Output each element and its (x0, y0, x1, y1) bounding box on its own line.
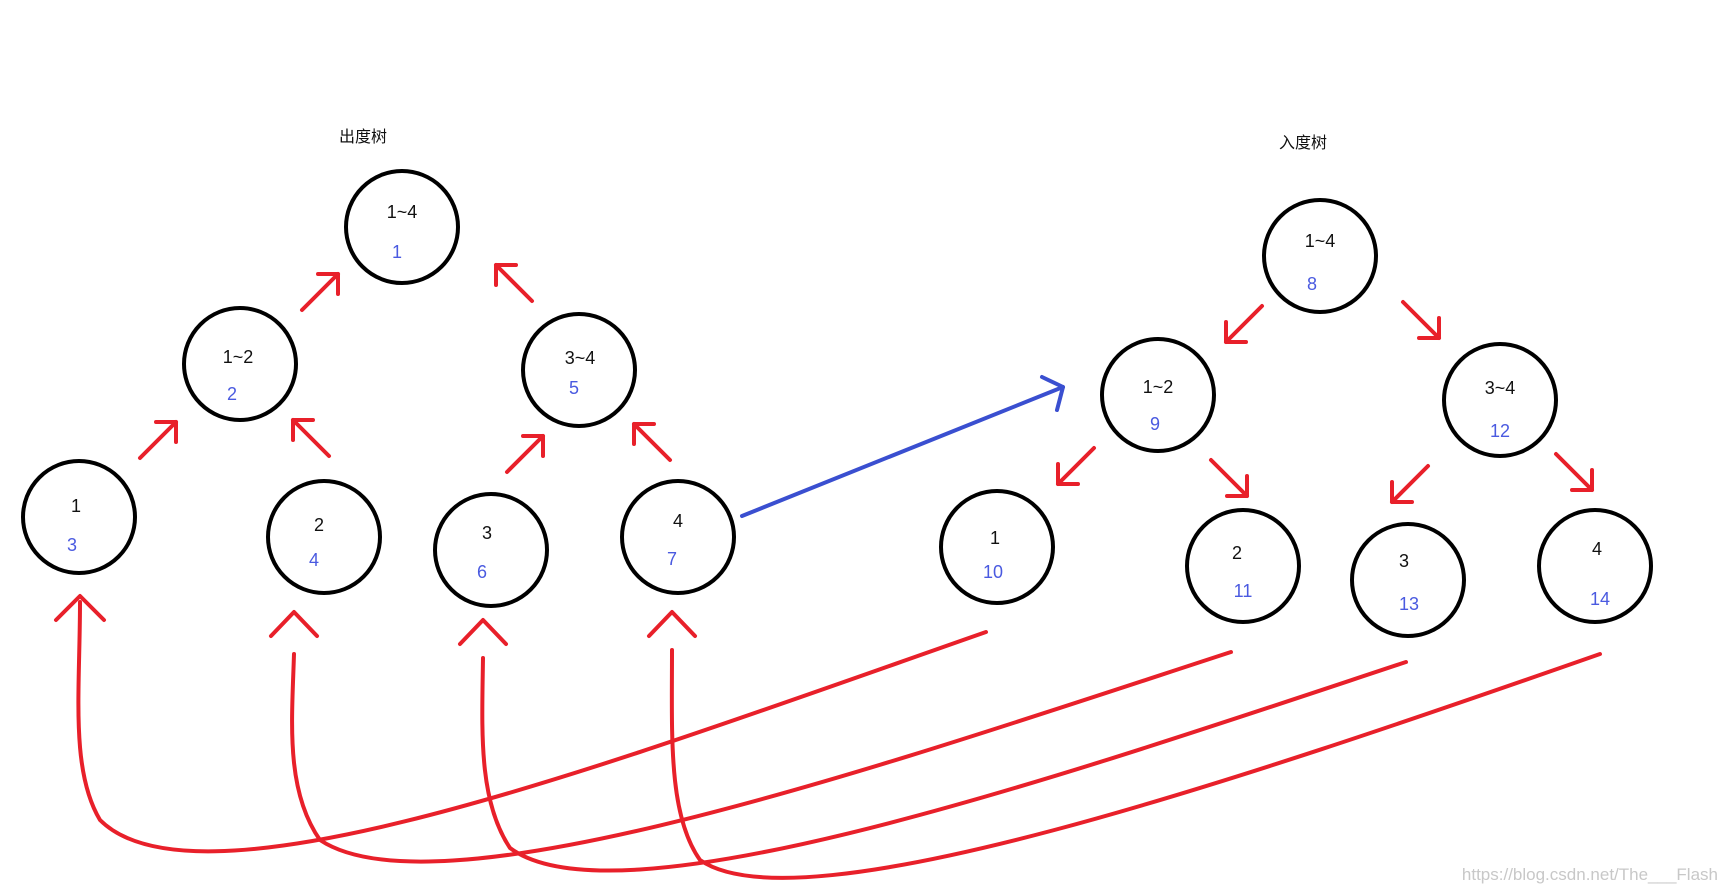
in-edge-right-to-leaf4 (1554, 452, 1594, 492)
node-range-label: 1~4 (1305, 231, 1336, 251)
in-node-left: 1~2 9 (1100, 337, 1216, 453)
in-node-root: 1~4 8 (1262, 198, 1378, 314)
curve-in-leaf3-to-out-leaf3 (480, 656, 1408, 873)
node-range-label: 1~4 (387, 202, 418, 222)
node-index-label: 7 (667, 549, 677, 569)
node-range-label: 3~4 (565, 348, 596, 368)
out-node-root: 1~4 1 (344, 169, 460, 285)
node-range-label: 3 (482, 523, 492, 543)
out-edge-leaf3-to-right (505, 434, 545, 474)
node-index-label: 1 (392, 242, 402, 262)
curve-in-leaf1-to-out-leaf1 (76, 600, 988, 854)
out-leaf2-up-arrowhead (269, 610, 319, 638)
node-range-label: 3~4 (1485, 378, 1516, 398)
node-index-label: 4 (309, 550, 319, 570)
out-node-leaf-4: 4 7 (620, 479, 736, 595)
out-leaf3-up-arrowhead (458, 618, 508, 646)
in-edge-right-to-leaf3 (1390, 464, 1430, 504)
curve-in-leaf4-to-out-leaf4 (669, 648, 1602, 880)
out-edge-left-to-root (300, 272, 340, 312)
in-node-leaf-4: 4 14 (1537, 508, 1653, 624)
in-edge-left-to-leaf1 (1056, 446, 1096, 486)
node-index-label: 5 (569, 378, 579, 398)
out-node-leaf-2: 2 4 (266, 479, 382, 595)
out-tree-title: 出度树 (339, 127, 387, 146)
node-index-label: 2 (227, 384, 237, 404)
node-range-label: 4 (1592, 539, 1602, 559)
node-range-label: 1 (990, 528, 1000, 548)
edges (54, 263, 1602, 880)
node-range-label: 1~2 (1143, 377, 1174, 397)
node-range-label: 4 (673, 511, 683, 531)
out-node-left: 1~2 2 (182, 306, 298, 422)
out-node-right: 3~4 5 (521, 312, 637, 428)
in-edge-root-to-left (1224, 304, 1264, 344)
node-index-label: 8 (1307, 274, 1317, 294)
node-index-label: 13 (1399, 594, 1419, 614)
cross-edge-leaf4-to-in-left (740, 375, 1065, 518)
node-range-label: 1 (71, 496, 81, 516)
out-edge-right-to-root (494, 263, 534, 303)
out-tree: 1~4 1 1~2 2 3~4 5 1 3 2 4 3 6 (21, 169, 736, 608)
out-leaf1-up-arrowhead (54, 594, 106, 622)
node-index-label: 10 (983, 562, 1003, 582)
node-index-label: 6 (477, 562, 487, 582)
watermark-text: https://blog.csdn.net/The___Flash (1462, 865, 1718, 884)
node-range-label: 1~2 (223, 347, 254, 367)
node-index-label: 12 (1490, 421, 1510, 441)
node-range-label: 2 (1232, 543, 1242, 563)
out-node-leaf-1: 1 3 (21, 459, 137, 575)
in-tree: 1~4 8 1~2 9 3~4 12 1 10 2 11 3 13 (939, 198, 1653, 638)
in-node-right: 3~4 12 (1442, 342, 1558, 458)
node-index-label: 9 (1150, 414, 1160, 434)
node-index-label: 11 (1234, 581, 1253, 601)
node-index-label: 14 (1590, 589, 1610, 609)
out-leaf4-up-arrowhead (647, 610, 697, 638)
node-range-label: 3 (1399, 551, 1409, 571)
in-edge-root-to-right (1401, 300, 1441, 340)
node-index-label: 3 (67, 535, 77, 555)
in-node-leaf-2: 2 11 (1185, 508, 1301, 624)
out-node-leaf-3: 3 6 (433, 492, 549, 608)
in-node-leaf-1: 1 10 (939, 489, 1055, 605)
in-node-leaf-3: 3 13 (1350, 522, 1466, 638)
in-tree-title: 入度树 (1279, 133, 1327, 152)
in-edge-left-to-leaf2 (1209, 458, 1249, 498)
node-range-label: 2 (314, 515, 324, 535)
out-edge-leaf4-to-right (632, 422, 672, 462)
out-edge-leaf2-to-left (291, 418, 331, 458)
curve-in-leaf2-to-out-leaf2 (290, 650, 1233, 864)
out-edge-leaf1-to-left (138, 420, 178, 460)
